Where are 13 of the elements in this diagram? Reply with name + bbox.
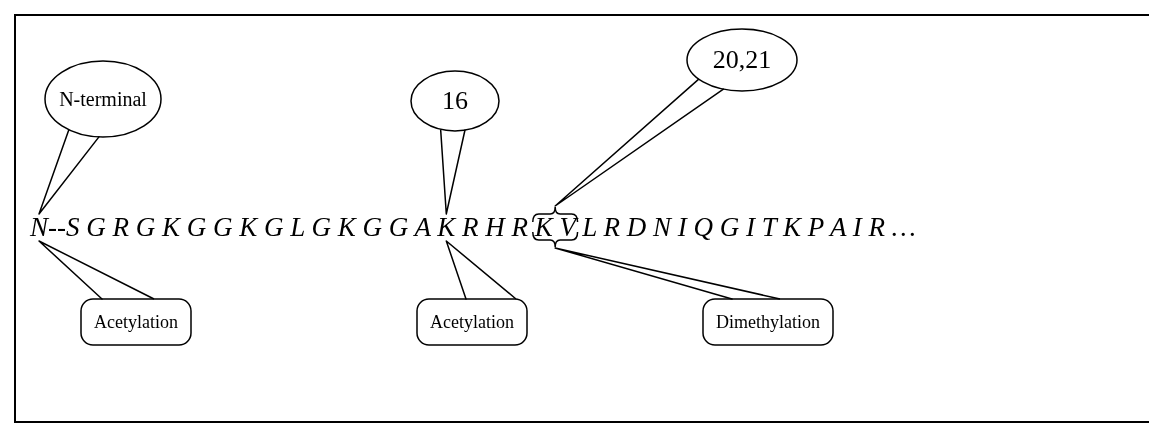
callout-box <box>702 298 834 346</box>
speech-bubble <box>410 70 500 132</box>
callout-box <box>80 298 192 346</box>
callout-text: Dimethylation <box>716 311 820 333</box>
callout-text: Acetylation <box>94 311 178 333</box>
speech-bubble <box>44 60 162 138</box>
amino-acid-sequence: N--S G R G K G G K G L G K G G A K R H R K V L R D N I Q G I T K P A I R … <box>30 214 916 241</box>
callout-box <box>416 298 528 346</box>
callout-text: 16 <box>442 86 468 116</box>
callout-text: N-terminal <box>59 87 147 111</box>
speech-bubble <box>686 28 798 92</box>
callout-text: Acetylation <box>430 311 514 333</box>
callout-text: 20,21 <box>712 45 772 75</box>
